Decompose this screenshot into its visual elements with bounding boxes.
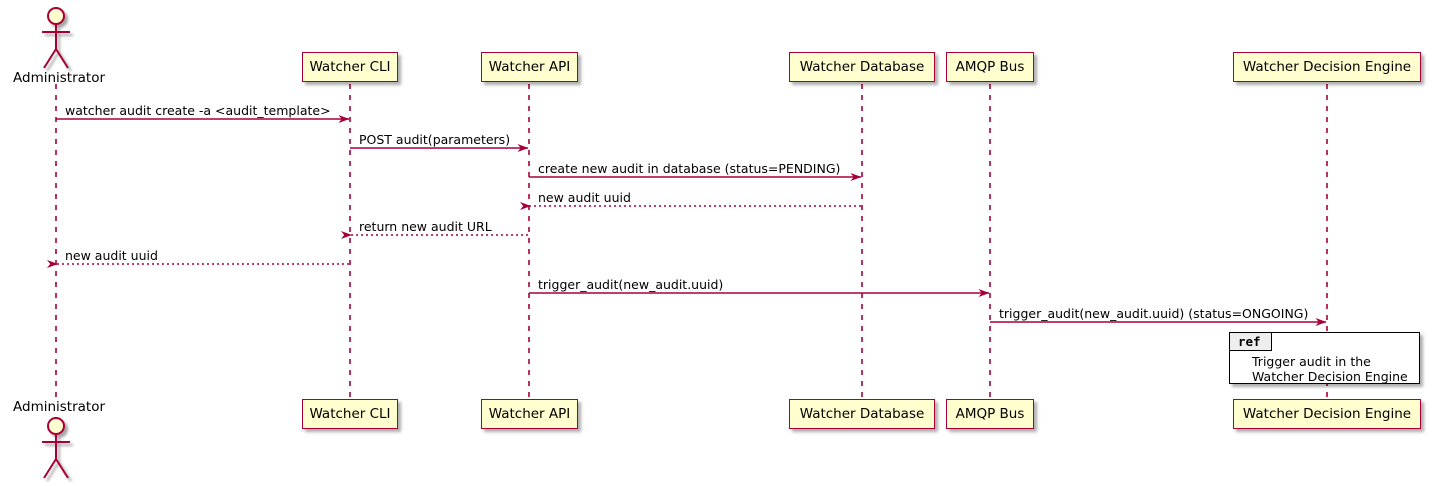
lifelines-group	[55, 84, 1328, 398]
message-label-3: create new audit in database (status=PEN…	[538, 161, 841, 176]
participant-amqp-bottom[interactable]: AMQP Bus	[946, 399, 1034, 429]
participant-api-bottom[interactable]: Watcher API	[481, 399, 578, 429]
message-label-5: return new audit URL	[359, 219, 492, 234]
ref-fragment-line-2: Watcher Decision Engine	[1252, 369, 1408, 384]
message-arrows-group	[47, 115, 1327, 326]
message-label-6: new audit uuid	[65, 248, 158, 263]
actor-label-admin-bottom: Administrator	[13, 399, 106, 415]
actor-admin-bottom	[42, 417, 70, 479]
actor-label-admin-top: Administrator	[13, 70, 106, 86]
message-label-7: trigger_audit(new_audit.uuid)	[538, 277, 724, 292]
participant-wde-bottom[interactable]: Watcher Decision Engine	[1233, 399, 1421, 429]
participant-cli-bottom[interactable]: Watcher CLI	[302, 399, 398, 429]
message-label-1: watcher audit create -a <audit_template>	[65, 103, 331, 118]
actor-admin-top	[42, 7, 70, 69]
message-label-8: trigger_audit(new_audit.uuid) (status=ON…	[999, 306, 1309, 321]
participant-api-top[interactable]: Watcher API	[481, 52, 578, 82]
message-label-2: POST audit(parameters)	[359, 132, 511, 147]
actor-figures-group	[42, 7, 70, 479]
participant-cli-top[interactable]: Watcher CLI	[302, 52, 398, 82]
message-label-4: new audit uuid	[538, 190, 631, 205]
participant-wde-top[interactable]: Watcher Decision Engine	[1233, 52, 1421, 82]
participant-amqp-top[interactable]: AMQP Bus	[946, 52, 1034, 82]
ref-fragment-line-1: Trigger audit in the	[1252, 354, 1371, 369]
participant-db-top[interactable]: Watcher Database	[789, 52, 935, 82]
ref-fragment-tag: ref	[1230, 333, 1272, 351]
participant-db-bottom[interactable]: Watcher Database	[789, 399, 935, 429]
